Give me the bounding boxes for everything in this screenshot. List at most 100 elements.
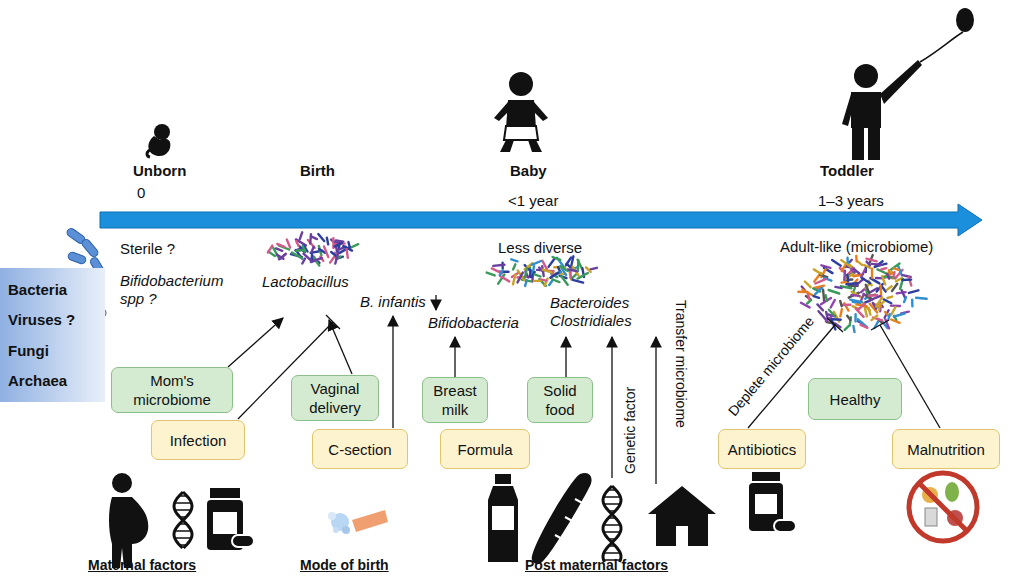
dna-rung	[609, 538, 616, 540]
bacteria-stroke	[872, 264, 881, 265]
bacteria-stroke	[304, 254, 312, 261]
box-text: Archaea	[8, 371, 97, 390]
annotation-label: Bifidobacterium spp ?	[120, 272, 245, 308]
bacteria-stroke	[347, 249, 348, 258]
box-text: Breast milk	[429, 381, 481, 419]
dna-rung	[608, 517, 615, 519]
bacteria-stroke	[513, 274, 515, 284]
bacteria-stroke	[500, 270, 503, 275]
factor-box: Healthy	[808, 378, 902, 420]
arrow	[228, 318, 283, 367]
dna-rung	[604, 503, 620, 505]
inhibit-bar	[871, 320, 889, 330]
bacteria-stroke	[855, 256, 858, 262]
factor-box: Infection	[151, 420, 245, 460]
bacteria-stroke	[348, 242, 350, 247]
box-text: Bacteria	[8, 280, 97, 299]
bread-icon	[532, 473, 592, 564]
bacteria-stroke	[858, 319, 867, 327]
milk-bottle-icon	[488, 474, 518, 562]
bacteria-stroke	[851, 294, 859, 297]
bacteria-stroke	[909, 290, 919, 293]
bacteria-stroke	[572, 274, 576, 278]
bacteria-stroke	[535, 274, 541, 276]
bacteria-stroke	[311, 258, 322, 262]
fetus-icon	[147, 124, 170, 157]
bacteria-stroke	[304, 245, 308, 251]
bacteria-stroke	[829, 290, 840, 294]
bacteria-stroke	[309, 234, 312, 243]
inhibit-bar	[326, 315, 340, 329]
bacteria-stroke	[862, 269, 865, 276]
bacteria-stroke	[532, 261, 541, 265]
bacteria-stroke	[335, 252, 338, 263]
factor-box: C-section	[312, 429, 408, 469]
bacteria-stroke	[550, 272, 558, 277]
annotation-label: Sterile ?	[120, 240, 175, 258]
bacteria-stroke	[867, 262, 870, 266]
bacteria-stroke	[832, 260, 841, 266]
dna-rung	[175, 502, 192, 504]
box-text: Healthy	[815, 390, 895, 409]
box-text: Formula	[447, 440, 523, 459]
bacteria-stroke	[843, 271, 846, 280]
dna-strand	[603, 486, 621, 562]
bacteria-stroke	[894, 268, 899, 270]
bacteria-stroke	[866, 285, 870, 293]
bacteria-stroke	[887, 286, 892, 290]
bacteria-stroke	[902, 278, 911, 281]
bacteria-stroke	[841, 260, 851, 267]
bacteria-stroke	[802, 290, 812, 296]
bacteria-stroke	[487, 273, 495, 276]
bacteria-stroke	[568, 269, 578, 271]
bacteria-stroke	[324, 246, 328, 257]
bacteria-stroke	[277, 255, 283, 259]
bacteria-stroke	[287, 240, 290, 248]
bacteria-stroke	[821, 265, 830, 268]
dna-strand	[174, 492, 192, 548]
bacteria-stroke	[577, 260, 580, 270]
bacteria-stroke	[543, 270, 552, 273]
bacteria-stroke	[292, 253, 302, 259]
bacteria-stroke	[300, 232, 302, 239]
bacteria-stroke	[892, 284, 897, 291]
annotation-label: Baby	[510, 162, 547, 180]
bacteria-stroke	[525, 269, 527, 278]
factor-box: Antibiotics	[718, 429, 806, 469]
annotation-label: Genetic factor	[621, 387, 639, 474]
bacteria-stroke	[854, 269, 860, 274]
arrow	[611, 337, 612, 478]
bacteria-stroke	[842, 304, 850, 307]
annotation-label: Toddler	[820, 162, 874, 180]
bacteria-stroke	[814, 269, 822, 274]
bacteria-stroke	[881, 268, 886, 269]
bacteria-stroke	[493, 265, 504, 266]
bacteria-stroke	[856, 309, 864, 317]
bacteria-stroke	[857, 261, 862, 265]
toddler-icon	[842, 8, 974, 160]
bacteria-stroke	[561, 276, 567, 285]
bacteria-stroke	[549, 259, 555, 267]
box-text: C-section	[319, 440, 401, 459]
bacteria-stroke	[869, 296, 880, 300]
dna-rung	[608, 489, 616, 491]
dna-rung	[604, 531, 621, 533]
dna-strand	[174, 492, 192, 548]
bacteria-stroke	[840, 309, 842, 316]
bacteria-stroke	[817, 304, 823, 310]
bacteria-stroke	[893, 272, 894, 277]
bacteria-stroke	[335, 243, 342, 246]
bacteria-stroke	[573, 280, 583, 283]
arrow	[565, 337, 566, 377]
bacteria-stroke	[846, 258, 849, 264]
bacteria-stroke	[854, 314, 856, 321]
bacteria-stroke	[853, 326, 854, 332]
annotation-label: <1 year	[508, 192, 558, 210]
box-text: Vaginal delivery	[298, 379, 372, 417]
bacteria-stroke	[819, 311, 827, 320]
bacteria-stroke	[887, 274, 889, 279]
dna-icon	[603, 486, 621, 562]
bacteria-stroke	[318, 234, 324, 241]
annotation-label: Transfer microbiome	[672, 300, 690, 428]
group-label: Post maternal factors	[525, 556, 668, 574]
